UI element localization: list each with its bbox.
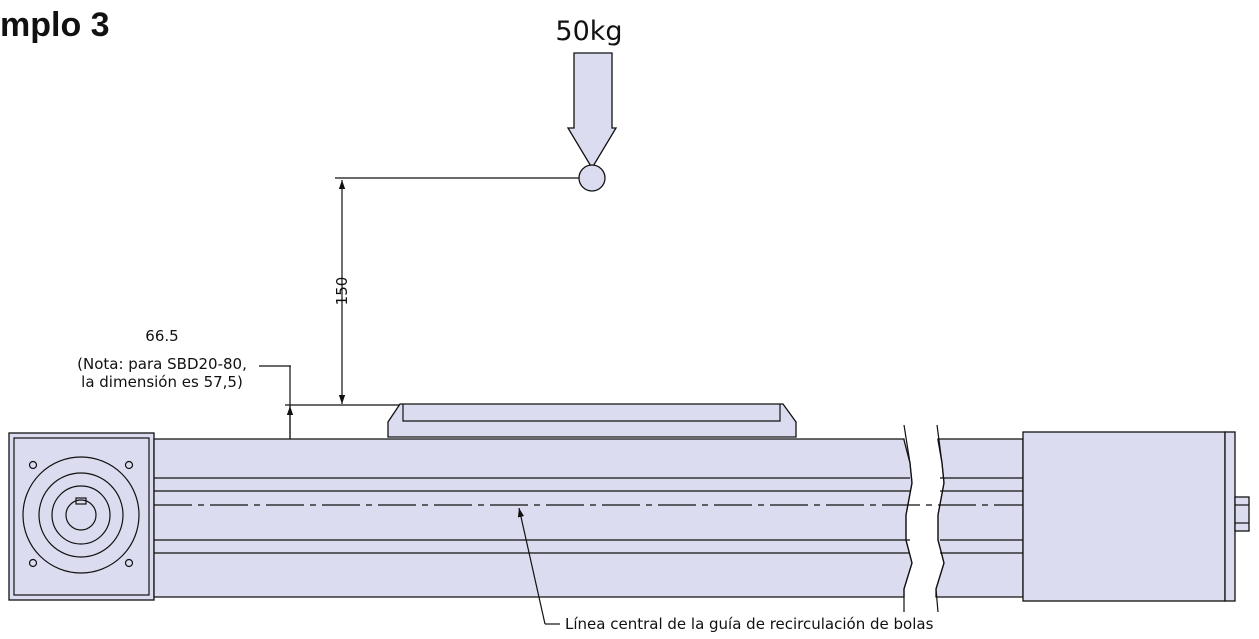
centerline-callout-label: Línea central de la guía de recirculació… [565,615,934,633]
end-cap [1224,431,1236,602]
break-line-left [903,424,913,612]
offset-note-line2: la dimensión es 57,5) [81,373,243,391]
shaft-key [75,497,87,505]
load-point [578,164,606,192]
end-housing [1022,431,1226,602]
rail-profile-lines [154,477,1023,554]
centerline-leader [517,507,546,625]
motor-flange [8,432,155,601]
load-arrow [566,52,618,170]
load-label: 50kg [555,16,622,47]
offset-note-line1: (Nota: para SBD20-80, [77,355,247,373]
rail-body-right [935,438,1024,598]
carriage-edge-left [402,404,414,422]
motor-shaft [65,499,97,531]
height-dimension-label: 150 [333,277,351,306]
flange-outer-ring [22,456,140,574]
page-title: mplo 3 [0,6,110,44]
carriage-edge-right [770,404,781,422]
offset-dimension-label: 66.5 [145,327,178,345]
flange-mid-ring [38,472,124,558]
bolt-hole-tr [124,460,134,470]
bolt-hole-br [124,558,134,568]
bolt-hole-tl [28,460,38,470]
flange-inner-ring [51,485,111,545]
break-line-right [935,424,945,613]
motor-flange-inner [13,437,150,596]
bolt-hole-bl [28,558,38,568]
rail-body-left [153,438,913,598]
end-nut [1234,496,1250,532]
